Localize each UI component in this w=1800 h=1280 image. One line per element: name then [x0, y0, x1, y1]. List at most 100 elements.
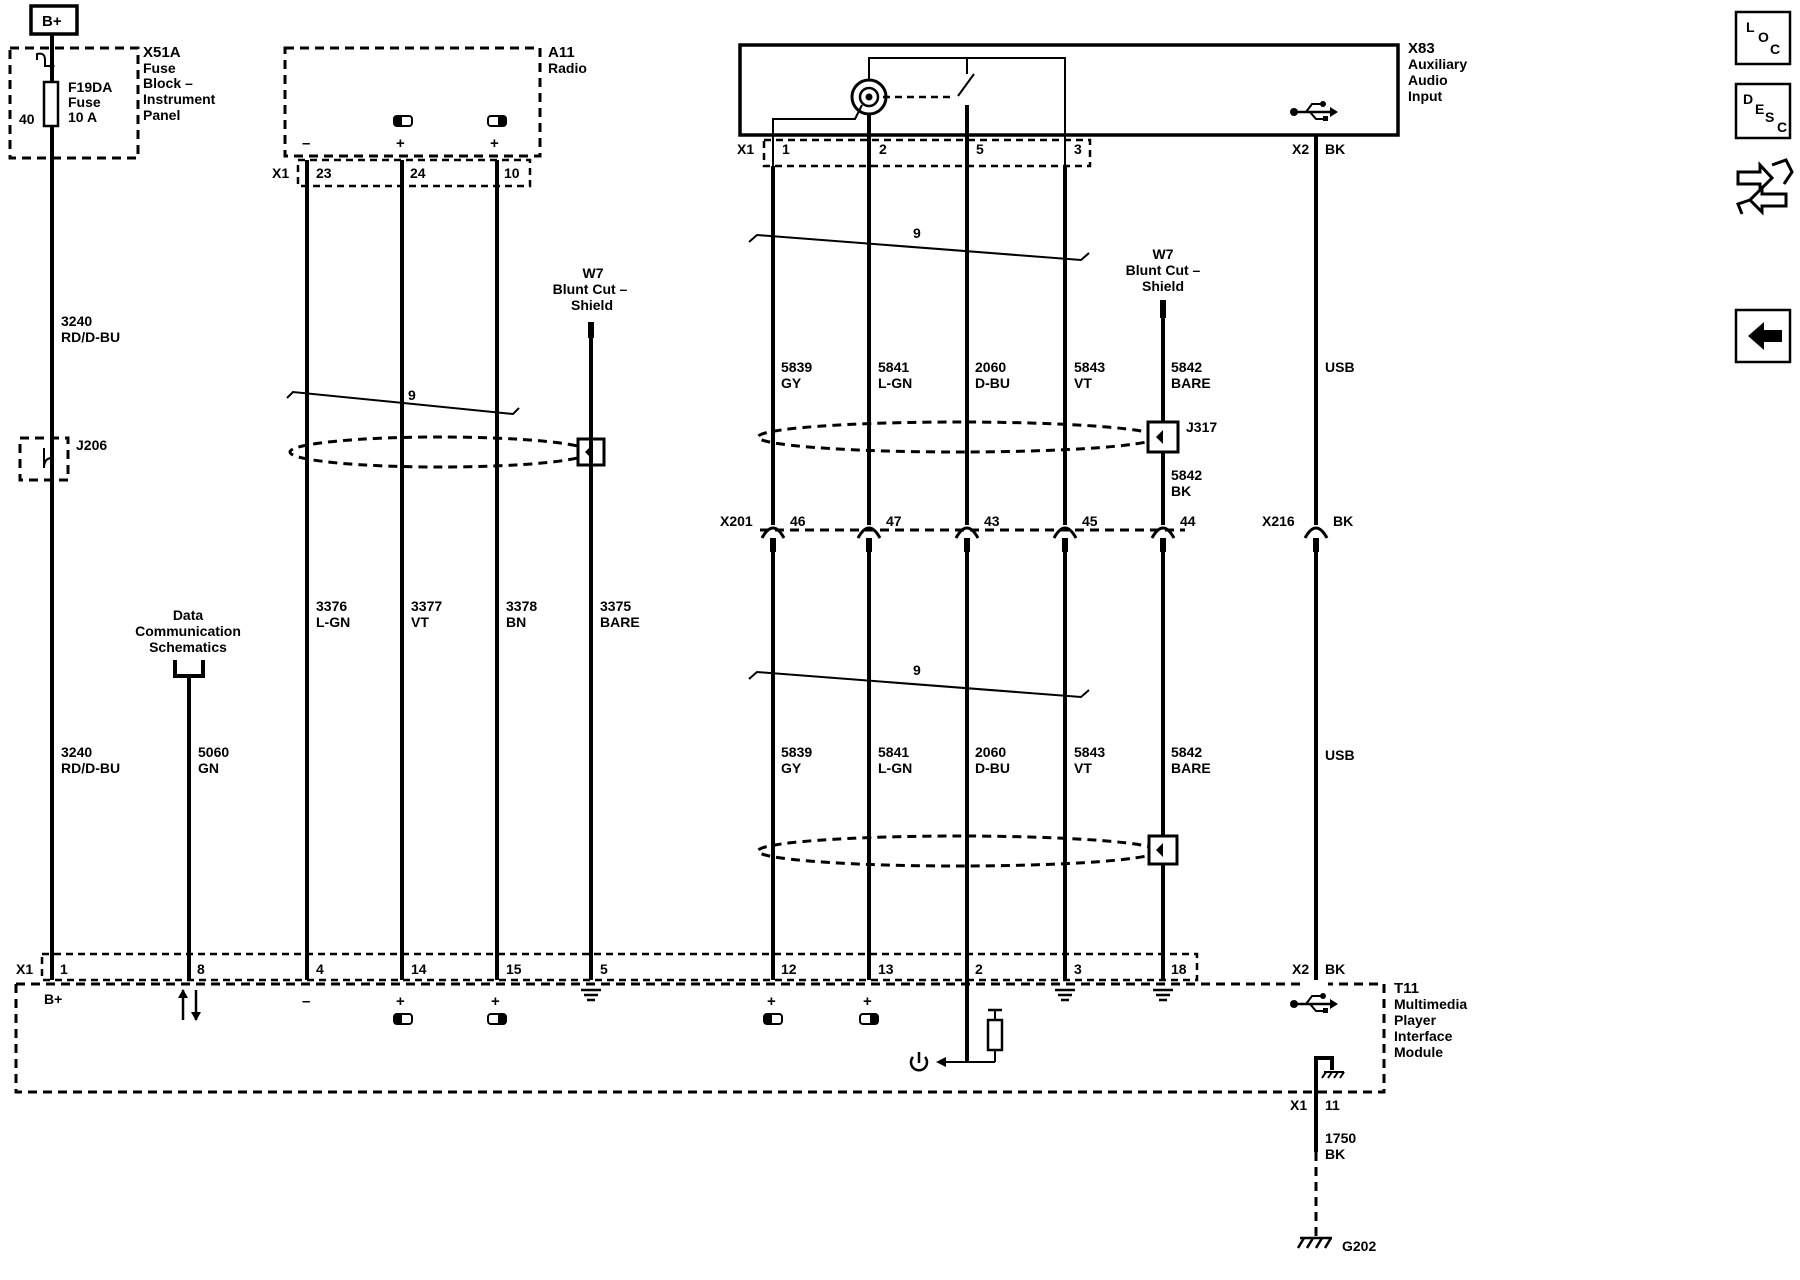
svg-text:23: 23: [316, 165, 332, 181]
svg-text:VT: VT: [1074, 375, 1092, 391]
connector-x201: X201 46 47 43 45 44: [720, 513, 1196, 552]
svg-text:5843: 5843: [1074, 744, 1105, 760]
svg-text:Instrument: Instrument: [143, 91, 216, 107]
svg-text:46: 46: [790, 513, 806, 529]
svg-text:2060: 2060: [975, 359, 1006, 375]
svg-text:+: +: [767, 993, 776, 1010]
svg-text:X51A: X51A: [143, 44, 181, 61]
svg-text:L: L: [1746, 19, 1755, 35]
svg-text:BN: BN: [506, 614, 526, 630]
svg-text:11: 11: [1325, 1097, 1340, 1113]
svg-text:18: 18: [1171, 961, 1187, 977]
svg-text:C: C: [1770, 41, 1780, 57]
svg-text:+: +: [396, 993, 405, 1010]
radio-a11: A11 Radio – + + X1 23 24 10: [272, 44, 587, 188]
back-button[interactable]: [1734, 308, 1792, 364]
svg-text:45: 45: [1082, 513, 1098, 529]
svg-text:L-GN: L-GN: [878, 760, 912, 776]
svg-text:3378: 3378: [506, 598, 537, 614]
svg-text:G202: G202: [1342, 1238, 1376, 1254]
svg-text:Multimedia: Multimedia: [1394, 996, 1467, 1012]
svg-text:Shield: Shield: [1142, 278, 1184, 294]
svg-text:Fuse: Fuse: [143, 60, 176, 76]
svg-text:5842: 5842: [1171, 359, 1202, 375]
svg-text:C: C: [1777, 119, 1787, 135]
svg-text:+: +: [490, 135, 499, 152]
svg-text:2: 2: [975, 961, 983, 977]
svg-text:Player: Player: [1394, 1012, 1437, 1028]
svg-text:9: 9: [913, 662, 921, 678]
description-button[interactable]: D E S C: [1734, 82, 1792, 140]
svg-text:BK: BK: [1333, 513, 1353, 529]
svg-text:X83: X83: [1408, 40, 1435, 57]
svg-text:BK: BK: [1325, 1146, 1345, 1162]
svg-text:S: S: [1765, 109, 1774, 125]
svg-text:GY: GY: [781, 375, 802, 391]
svg-text:Shield: Shield: [571, 297, 613, 313]
svg-text:D-BU: D-BU: [975, 760, 1010, 776]
svg-text:3: 3: [1074, 961, 1082, 977]
svg-text:9: 9: [408, 387, 416, 403]
svg-text:13: 13: [878, 961, 894, 977]
svg-text:B+: B+: [42, 13, 62, 30]
splice-j206: J206: [18, 436, 107, 482]
svg-text:Auxiliary: Auxiliary: [1408, 56, 1467, 72]
svg-text:B+: B+: [44, 991, 62, 1007]
svg-text:X201: X201: [720, 513, 753, 529]
svg-text:3376: 3376: [316, 598, 347, 614]
svg-text:+: +: [491, 993, 500, 1010]
svg-text:X1: X1: [16, 961, 33, 977]
svg-text:4: 4: [316, 961, 324, 977]
svg-text:Block –: Block –: [143, 75, 193, 91]
svg-text:Fuse: Fuse: [68, 94, 101, 110]
fuse-symbol: [42, 80, 60, 128]
data-communication-reference[interactable]: Data Communication Schematics: [135, 607, 241, 678]
location-button[interactable]: L O C: [1734, 10, 1792, 66]
ground-icon: [1153, 988, 1173, 1002]
svg-text:D-BU: D-BU: [975, 375, 1010, 391]
svg-text:BARE: BARE: [600, 614, 640, 630]
svg-text:1750: 1750: [1325, 1130, 1356, 1146]
svg-text:44: 44: [1180, 513, 1196, 529]
aux-input-x83: X83 Auxiliary Audio Input X1 1 2 5 3 X2: [737, 40, 1467, 170]
svg-text:–: –: [302, 993, 310, 1010]
svg-text:12: 12: [781, 961, 797, 977]
svg-text:Audio: Audio: [1408, 72, 1448, 88]
svg-text:–: –: [302, 135, 310, 152]
svg-text:3240: 3240: [61, 313, 92, 329]
audio-signal-icon: [487, 1013, 507, 1025]
svg-text:5841: 5841: [878, 744, 909, 760]
usb-icon: [1290, 993, 1338, 1013]
svg-text:D: D: [1743, 91, 1753, 107]
svg-text:RD/D-BU: RD/D-BU: [61, 760, 120, 776]
svg-text:J206: J206: [76, 437, 107, 453]
svg-text:5843: 5843: [1074, 359, 1105, 375]
svg-text:5060: 5060: [198, 744, 229, 760]
svg-text:GN: GN: [198, 760, 219, 776]
shield-ellipse: [288, 435, 592, 469]
svg-text:L-GN: L-GN: [878, 375, 912, 391]
svg-text:10 A: 10 A: [68, 109, 97, 125]
svg-text:3240: 3240: [61, 744, 92, 760]
bplus-label: B+: [29, 4, 79, 36]
svg-text:RD/D-BU: RD/D-BU: [61, 329, 120, 345]
svg-text:14: 14: [411, 961, 427, 977]
svg-text:BK: BK: [1325, 141, 1345, 157]
svg-text:Panel: Panel: [143, 107, 180, 123]
svg-text:Interface: Interface: [1394, 1028, 1453, 1044]
svg-text:3: 3: [1074, 141, 1082, 157]
svg-text:Module: Module: [1394, 1044, 1443, 1060]
svg-text:10: 10: [504, 165, 520, 181]
svg-text:T11: T11: [1394, 980, 1419, 997]
connector-x216: X216 BK: [1262, 513, 1353, 552]
power-icon: [909, 1052, 929, 1072]
svg-text:9: 9: [913, 225, 921, 241]
svg-text:L-GN: L-GN: [316, 614, 350, 630]
svg-text:5: 5: [600, 961, 608, 977]
connector-end-view-icon[interactable]: [1736, 158, 1794, 216]
svg-text:X216: X216: [1262, 513, 1295, 529]
ground-icon: [581, 988, 601, 1002]
svg-text:Schematics: Schematics: [149, 639, 227, 655]
svg-text:GY: GY: [781, 760, 802, 776]
